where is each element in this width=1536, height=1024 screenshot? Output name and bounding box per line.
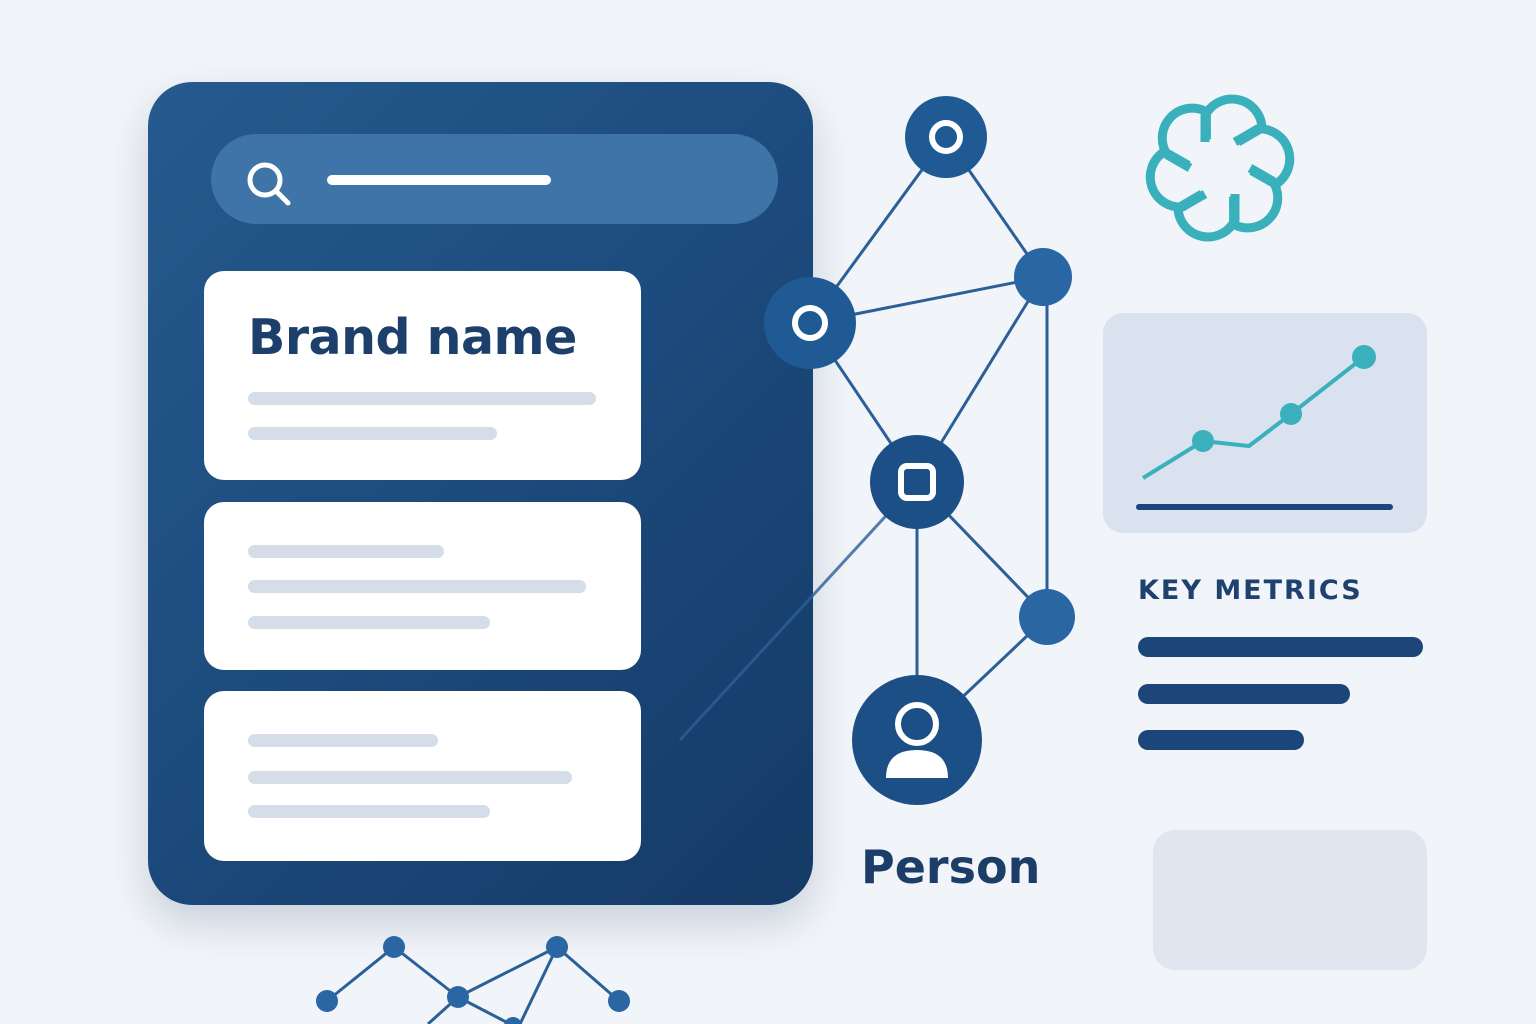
graph-edges (678, 136, 1049, 742)
results-panel: Brand name (148, 82, 813, 905)
mini-graph-nodes (316, 936, 630, 1024)
trend-point (1280, 403, 1302, 425)
graph-node[interactable] (1014, 248, 1072, 306)
text-line (248, 616, 490, 629)
key-metrics-label: KEY METRICS (1138, 575, 1363, 606)
trend-chart-card[interactable] (1103, 313, 1427, 533)
placeholder-card (1153, 830, 1427, 970)
brand-card[interactable]: Brand name (204, 271, 641, 480)
text-line (248, 392, 596, 405)
logo-icon (1145, 94, 1295, 242)
trend-point (1192, 430, 1214, 452)
search-icon (247, 162, 291, 206)
graph-node[interactable] (1019, 589, 1075, 645)
person-icon[interactable] (852, 675, 982, 805)
result-card[interactable] (204, 691, 641, 861)
person-label: Person (861, 840, 1041, 894)
ring-node[interactable] (764, 277, 856, 369)
brand-name-title: Brand name (248, 309, 577, 366)
text-line (248, 427, 497, 440)
square-icon[interactable] (870, 435, 964, 529)
result-card[interactable] (204, 502, 641, 670)
metric-bar (1138, 684, 1350, 704)
trend-point (1352, 345, 1376, 369)
text-line (248, 805, 490, 818)
ring-node[interactable] (905, 96, 987, 178)
text-line (248, 734, 438, 747)
metric-bar (1138, 637, 1423, 657)
mini-graph-edges (326, 945, 620, 1024)
text-line (248, 580, 586, 593)
search-input[interactable] (327, 175, 551, 185)
trend-chart (1136, 345, 1393, 510)
trend-line (1141, 355, 1366, 480)
text-line (248, 545, 444, 558)
metric-bar (1138, 730, 1304, 750)
search-bar[interactable] (211, 134, 778, 224)
text-line (248, 771, 572, 784)
